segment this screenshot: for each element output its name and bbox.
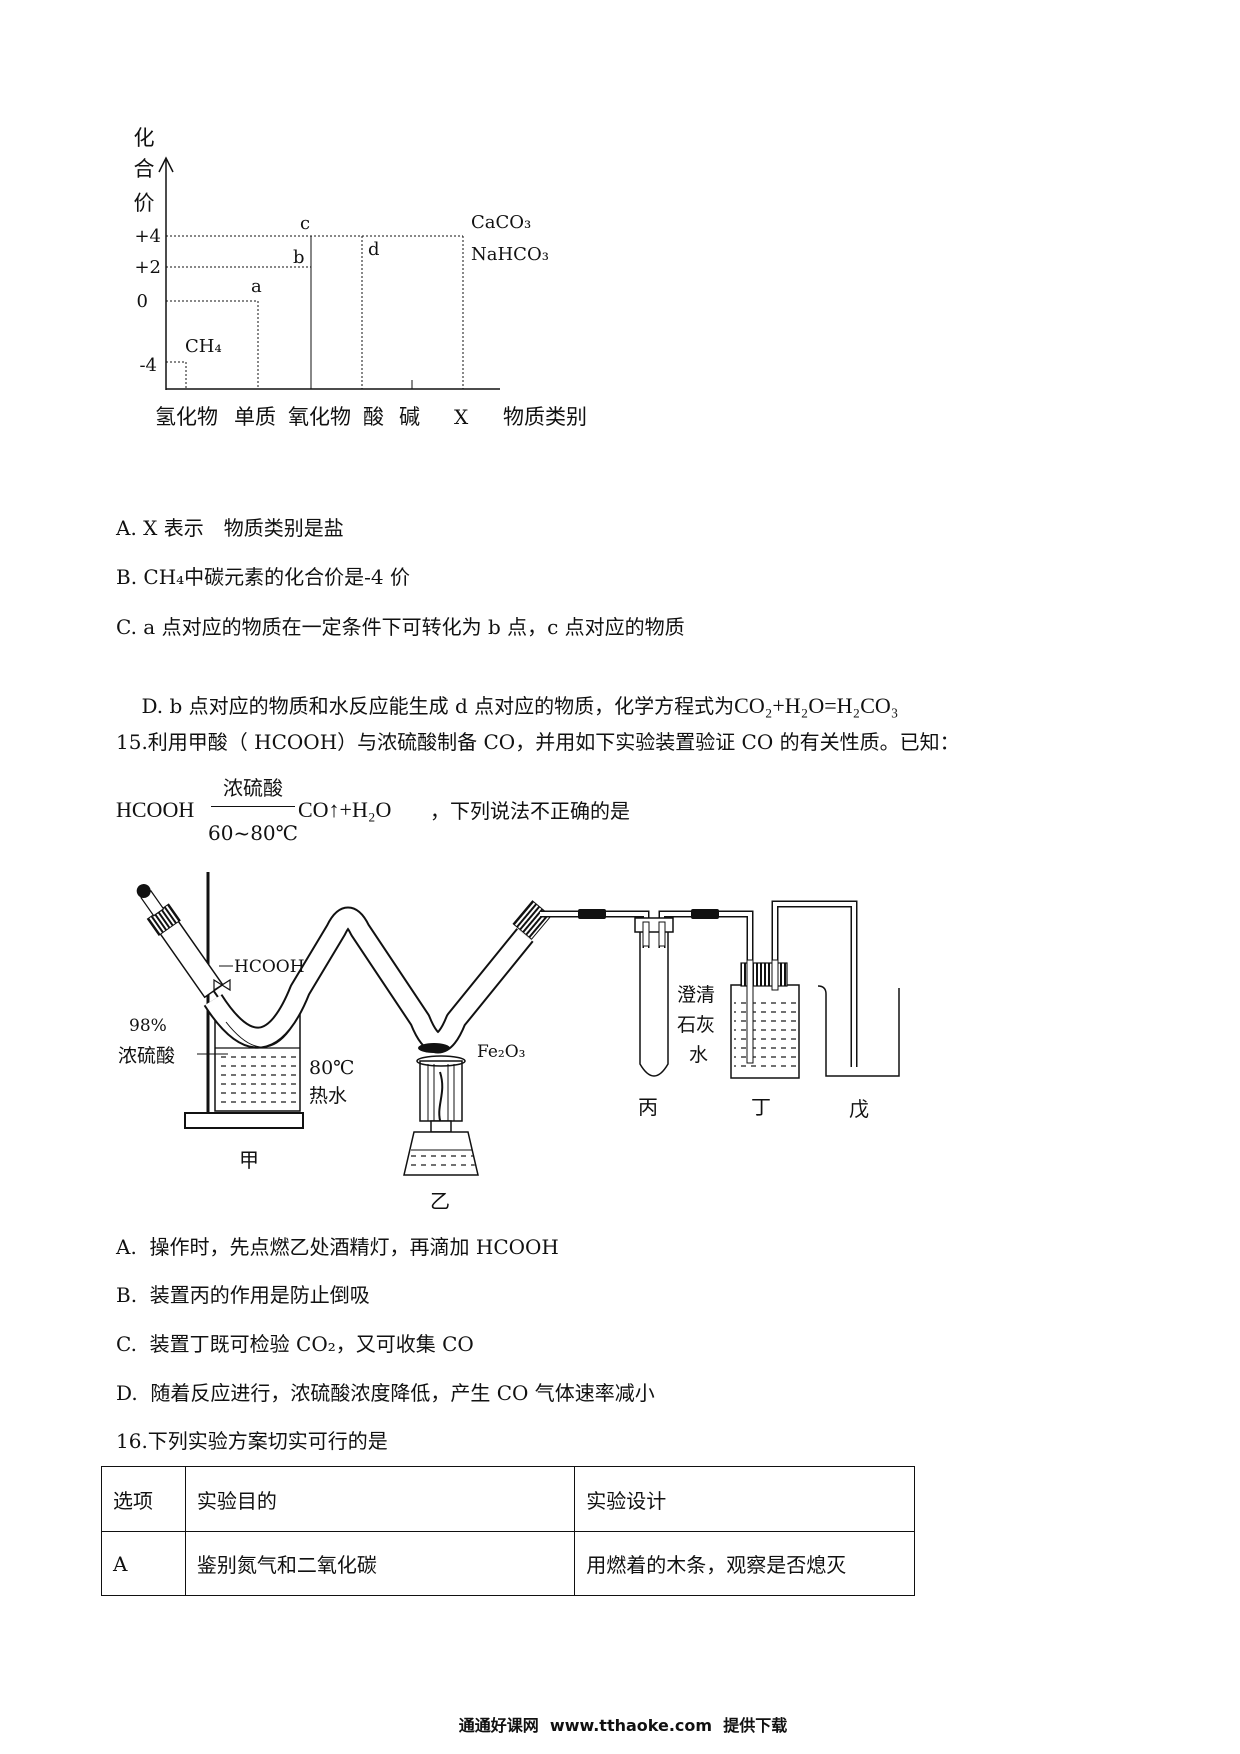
table-header-cell: 实验目的 — [184, 1466, 576, 1532]
x-category-label: 酸 — [363, 405, 384, 429]
apparatus-jia — [136, 872, 304, 1129]
apparatus-yi — [403, 1043, 479, 1176]
test-tube-stopper — [634, 917, 674, 933]
point-label-ch4: CH₄ — [185, 336, 222, 357]
table-row: A 鉴别氮气和二氧化碳 用燃着的木条，观察是否熄灭 — [101, 1531, 915, 1596]
label-limewater: 水 — [689, 1044, 708, 1066]
stopcock — [213, 978, 231, 992]
annotation-nahco3: NaHCO₃ — [471, 244, 549, 265]
x-category-label: 单质 — [234, 405, 276, 429]
label-conc-sulfuric-acid: 浓硫酸 — [118, 1045, 175, 1067]
y-axis — [158, 156, 174, 390]
lamp-neck — [430, 1120, 452, 1133]
short-tube — [771, 959, 779, 991]
q15-question: ，下列说法不正确的是 — [430, 799, 630, 823]
label-limewater: 石灰 — [677, 1014, 715, 1036]
condition-top: 浓硫酸 — [223, 776, 283, 800]
condition-bottom: 60~80℃ — [208, 821, 299, 845]
x-category-label: X — [454, 405, 469, 429]
table-header-cell: 选项 — [101, 1466, 186, 1532]
table-header-cell: 实验设计 — [574, 1466, 915, 1532]
limewater-liquid — [734, 996, 796, 1074]
y-tick-label: +2 — [134, 257, 161, 278]
label-jia: 甲 — [239, 1148, 259, 1172]
label-percent: 98% — [129, 1016, 167, 1036]
q15-option-c: C. 装置丁既可检验 CO₂，又可收集 CO — [116, 1332, 474, 1356]
products: CO↑+H₂O — [298, 797, 392, 822]
q15-stem: 15.利用甲酸（ HCOOH）与浓硫酸制备 CO，并用如下实验装置验证 CO 的… — [116, 730, 960, 754]
label-fe2o3: Fe₂O₃ — [477, 1042, 526, 1062]
label-yi: 乙 — [430, 1189, 450, 1213]
q14-option-b: B. CH₄中碳元素的化合价是-4 价 — [116, 565, 411, 589]
y-axis-title-char: 价 — [134, 191, 155, 215]
q15-option-b: B. 装置丙的作用是防止倒吸 — [116, 1283, 370, 1307]
point-label-d: d — [368, 239, 380, 260]
lamp-alcohol — [407, 1150, 476, 1172]
experiment-table: 选项 实验目的 实验设计 A 鉴别氮气和二氧化碳 用燃着的木条，观察是否熄灭 — [101, 1466, 915, 1596]
q15-option-d: D. 随着反应进行，浓硫酸浓度降低，产生 CO 气体速率减小 — [116, 1381, 655, 1405]
x-axis-title: 物质类别 — [503, 405, 587, 429]
q14-option-c: C. a 点对应的物质在一定条件下可转化为 b 点，c 点对应的物质 — [116, 615, 685, 639]
lamp-stand — [419, 1060, 463, 1122]
table-header-row: 选项 实验目的 实验设计 — [101, 1466, 915, 1532]
lamp-flame-wick — [438, 1071, 444, 1125]
x-category-label: 氢化物 — [155, 405, 218, 429]
label-limewater: 澄清 — [677, 984, 715, 1006]
label-wu: 戊 — [849, 1097, 869, 1121]
q14-option-d-text: D. b 点对应的物质和水反应能生成 d 点对应的物质，化学方程式为 — [141, 694, 735, 718]
reactant: HCOOH — [116, 797, 195, 822]
q16-stem: 16.下列实验方案切实可行的是 — [116, 1429, 388, 1453]
long-tube — [746, 959, 754, 1064]
fe2o3-solid — [418, 1043, 450, 1053]
point-label-c: c — [300, 213, 310, 234]
annotation-caco3: CaCO₃ — [471, 212, 531, 233]
x-category-label: 氧化物 — [288, 405, 351, 429]
y-tick-label: 0 — [137, 291, 148, 312]
y-tick-label: +4 — [134, 226, 161, 247]
page-footer: 通通好课网 www.tthaoke.com 提供下载 — [458, 1716, 788, 1735]
q14-option-a: A. X 表示 物质类别是盐 — [116, 516, 344, 540]
rubber-connector — [578, 909, 606, 919]
experiment-apparatus: HCOOH 98% 浓硫酸 80℃ 热水 Fe₂O₃ 澄清 石灰 水 甲 乙 丙… — [118, 872, 900, 1213]
table-cell: 用燃着的木条，观察是否熄灭 — [574, 1531, 915, 1596]
label-temperature: 80℃ — [309, 1057, 354, 1079]
tube-stopper — [512, 900, 552, 940]
chemical-equation: CO₂+H₂O=H₂CO₃ — [734, 693, 899, 718]
x-category-label: 碱 — [399, 405, 420, 429]
inlet-tube — [642, 921, 650, 947]
hot-water — [218, 1054, 298, 1109]
q15-option-a: A. 操作时，先点燃乙处酒精灯，再滴加 HCOOH — [116, 1235, 559, 1259]
valence-class-chart: 化 合 价 +4 +2 0 -4 CH₄ a b c d CaCO₃ NaHCO… — [134, 126, 588, 429]
outlet-tube — [658, 921, 666, 947]
apparatus-ding — [730, 959, 800, 1079]
label-bing: 丙 — [638, 1095, 658, 1119]
w-shaped-tube — [203, 906, 534, 1054]
table-cell: 鉴别氮气和二氧化碳 — [184, 1531, 576, 1596]
apparatus-bing — [634, 917, 674, 1077]
dropping-funnel — [136, 884, 232, 1017]
reaction-bar — [211, 806, 295, 807]
guide-lines — [166, 235, 464, 389]
label-hcooh: HCOOH — [234, 957, 305, 977]
y-axis-title-char: 化 — [134, 126, 155, 150]
point-label-b: b — [293, 247, 305, 268]
beaker — [817, 985, 900, 1077]
apparatus-wu — [817, 985, 900, 1077]
rubber-connector — [691, 909, 719, 919]
y-axis-title-char: 合 — [134, 157, 155, 181]
table-cell: A — [101, 1531, 186, 1596]
test-tube — [639, 930, 669, 1077]
stand-bars — [427, 1064, 455, 1121]
point-label-a: a — [251, 276, 262, 297]
label-hot-water: 热水 — [309, 1085, 347, 1107]
stand-base — [184, 1112, 304, 1129]
label-ding: 丁 — [751, 1095, 771, 1119]
q14-option-d: D. b 点对应的物质和水反应能生成 d 点对应的物质，化学方程式为CO₂+H₂… — [116, 670, 898, 742]
y-tick-label: -4 — [139, 355, 157, 376]
